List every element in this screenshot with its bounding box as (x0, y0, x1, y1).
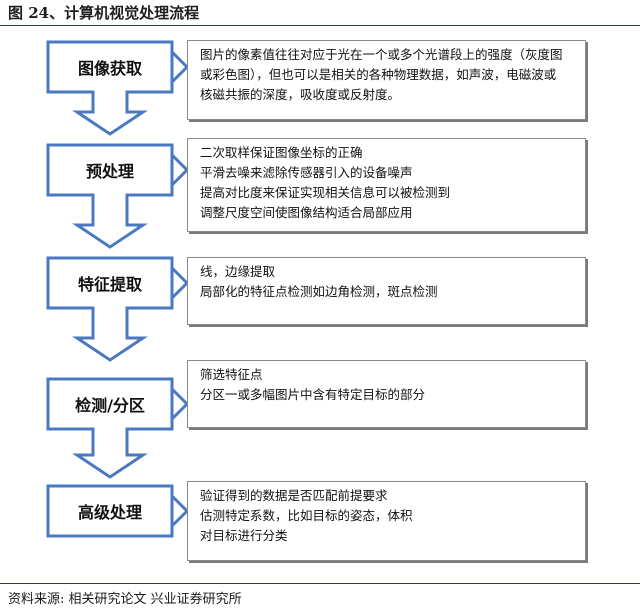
step-description-3: 线，边缘提取 局部化的特征点检测如边角检测，斑点检测 (187, 257, 586, 325)
step-label-2: 预处理 (85, 162, 134, 181)
step-description-1: 图片的像素值往往对应于光在一个或多个光谱段上的强度（灰度图 或彩色图），但也可以… (187, 40, 586, 120)
figure-source: 资料来源: 相关研究论文 兴业证券研究所 (8, 592, 242, 607)
figure-title: 图 24、计算机视觉处理流程 (8, 4, 200, 22)
connector-2 (170, 153, 190, 187)
step-label-3: 特征提取 (77, 275, 142, 294)
description-line: 提高对比度来保证实现相关信息可以被检测到 (200, 185, 451, 200)
description-line: 估测特定系数，比如目标的姿态，体积 (200, 508, 413, 523)
description-line: 对目标进行分类 (200, 528, 288, 543)
step-arrow-2 (46, 143, 174, 249)
step-description-2: 二次取样保证图像坐标的正确 平滑去噪来滤除传感器引入的设备噪声 提高对比度来保证… (187, 138, 586, 232)
description-line: 筛选特征点 (200, 367, 263, 382)
description-line: 分区一或多幅图片中含有特定目标的部分 (200, 387, 426, 402)
step-box-5 (46, 484, 174, 538)
description-line: 验证得到的数据是否匹配前提要求 (200, 488, 388, 503)
description-line: 线，边缘提取 (200, 264, 276, 279)
description-line: 核磁共振的深度，吸收度或反射度。 (200, 87, 401, 102)
step-label-4: 检测/分区 (75, 396, 145, 415)
bottom-rule (0, 583, 640, 584)
description-line: 二次取样保证图像坐标的正确 (200, 145, 363, 160)
step-label-5: 高级处理 (77, 503, 142, 522)
step-description-5: 验证得到的数据是否匹配前提要求 估测特定系数，比如目标的姿态，体积 对目标进行分… (187, 481, 586, 561)
connector-3 (170, 266, 190, 300)
description-line: 或彩色图），但也可以是相关的各种物理数据，如声波，电磁波或 (200, 67, 557, 82)
connector-1 (170, 50, 190, 84)
connector-4 (170, 387, 190, 421)
step-label-1: 图像获取 (77, 59, 142, 78)
step-description-4: 筛选特征点 分区一或多幅图片中含有特定目标的部分 (187, 360, 586, 428)
description-line: 平滑去噪来滤除传感器引入的设备噪声 (200, 165, 413, 180)
description-line: 调整尺度空间使图像结构适合局部应用 (200, 205, 413, 220)
step-arrow-3 (46, 256, 174, 362)
description-line: 图片的像素值往往对应于光在一个或多个光谱段上的强度（灰度图 (200, 47, 563, 62)
step-arrow-4 (46, 377, 174, 479)
step-arrow-1 (46, 40, 174, 136)
top-rule (0, 25, 640, 26)
connector-5 (170, 494, 190, 528)
description-line: 局部化的特征点检测如边角检测，斑点检测 (200, 284, 438, 299)
